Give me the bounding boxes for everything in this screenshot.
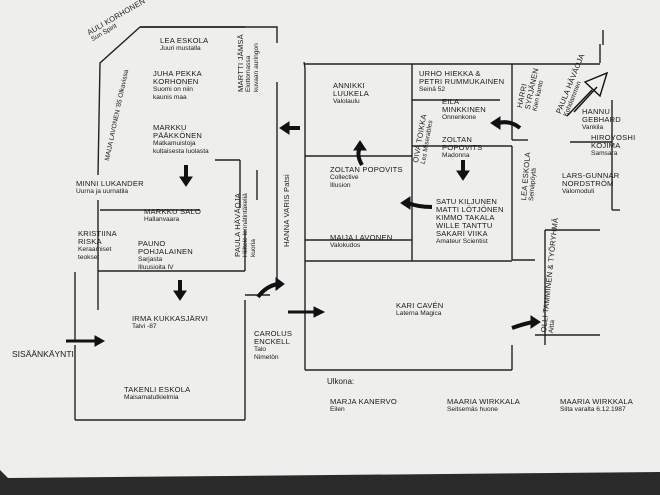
outdoors-label: Ulkona: [327,377,355,386]
arrow-curve-icon [511,315,541,330]
arrow-down-icon [173,280,187,301]
walls [74,26,620,421]
arrow-right-icon [66,335,106,347]
direction-arrows [66,71,609,347]
arrow-down-icon [179,165,193,187]
arrow-right-icon [288,306,326,318]
arrow-curve-icon [490,116,522,130]
arrow-down-icon [456,160,470,181]
arrow-curve-icon [400,196,433,210]
entrance-label: SISÄÄNKÄYNTI [12,349,74,359]
arrow-curve-icon [353,140,367,167]
arrow-left-icon [279,121,300,135]
arrow-diagonal-icon [566,71,609,117]
label-hannavaris: HANNA VARIS Patsi [282,174,291,247]
arrow-curve-icon [256,277,285,299]
